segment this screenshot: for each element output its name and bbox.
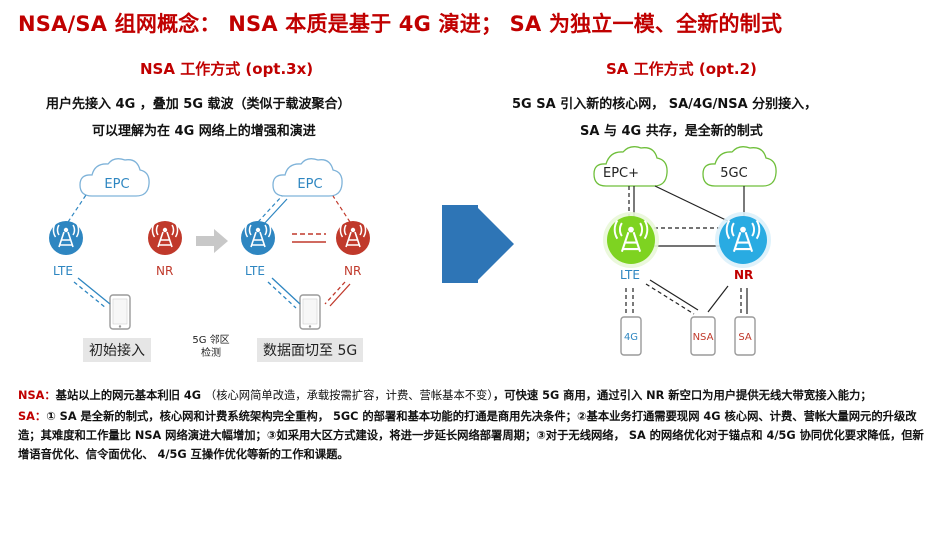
epc-plus-cloud-icon: EPC+ [593, 146, 668, 187]
lte-antenna-icon [241, 221, 275, 255]
nsa-heading: NSA 工作方式 (opt.3x) [140, 60, 314, 78]
phone-sa-label: SA [738, 332, 752, 343]
phone-icon: SA [734, 316, 756, 356]
sa-note: SA：① SA 是全新的制式，核心网和计费系统架构完全重构， 5GC 的部署和基… [18, 410, 924, 461]
nr-label: NR [344, 264, 362, 278]
phone-icon [109, 294, 131, 330]
epc-plus-label: EPC+ [603, 166, 639, 181]
sa-desc-line1: 5G SA 引入新的核心网， SA/4G/NSA 分别接入， [512, 97, 818, 112]
arrow-right-icon [442, 205, 514, 283]
sa-lte-label: LTE [620, 268, 640, 282]
5gc-label: 5GC [720, 166, 747, 181]
neighbor-detect-label: 5G 邻区 检测 [192, 335, 230, 359]
lte-label: LTE [53, 264, 73, 278]
sa-desc-line2: SA 与 4G 共存，是全新的制式 [580, 124, 763, 139]
initial-access-label: 初始接入 [83, 338, 151, 362]
nsa-desc-line1: 用户先接入 4G ，叠加 5G 载波（类似于载波聚合） [46, 97, 351, 112]
epc-cloud-icon: EPC [79, 158, 150, 197]
arrow-right-icon [196, 229, 228, 253]
nr-antenna-icon [715, 212, 771, 268]
page-title: NSA/SA 组网概念： NSA 本质是基于 4G 演进； SA 为独立一模、全… [18, 12, 783, 36]
network-diagram: EPC EPC E [49, 146, 777, 356]
nsa-note: NSA：基站以上的网元基本利旧 4G （核心网简单改造，承载按需扩容，计费、营帐… [18, 389, 872, 402]
phone-icon: NSA [690, 316, 716, 356]
epc-cloud-icon: EPC [272, 158, 343, 197]
nr-label: NR [156, 264, 174, 278]
phone-4g-label: 4G [624, 332, 638, 343]
lte-label: LTE [245, 264, 265, 278]
data-plane-switch-label: 数据面切至 5G [257, 338, 364, 362]
nsa-desc-line2: 可以理解为在 4G 网络上的增强和演进 [92, 124, 316, 139]
sa-nr-label: NR [734, 268, 754, 282]
lte-antenna-icon [49, 221, 83, 255]
lte-epc-link [67, 194, 87, 223]
5gc-cloud-icon: 5GC [702, 146, 777, 187]
nr-antenna-icon [148, 221, 182, 255]
phone-icon: 4G [620, 316, 642, 356]
epc-cloud-label: EPC [297, 177, 322, 192]
sa-heading: SA 工作方式 (opt.2) [606, 60, 757, 78]
phone-nsa-label: NSA [693, 332, 714, 343]
phone-icon [299, 294, 321, 330]
nr-antenna-icon [336, 221, 370, 255]
notes-section: NSA：基站以上的网元基本利旧 4G （核心网简单改造，承载按需扩容，计费、营帐… [18, 386, 933, 466]
epc-cloud-label: EPC [104, 177, 129, 192]
lte-antenna-icon [603, 212, 659, 268]
